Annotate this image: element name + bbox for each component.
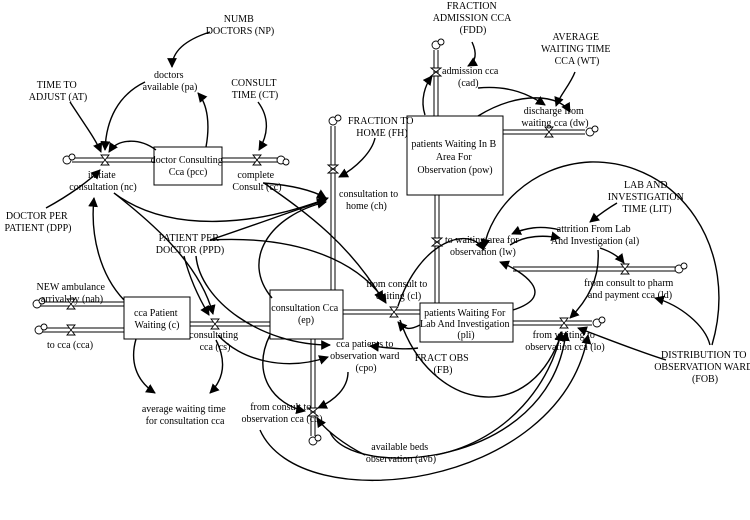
valve-nc[interactable]: [100, 154, 110, 166]
causal-links: [45, 31, 720, 481]
var-label-dpp: DOCTOR PER PATIENT (DPP): [5, 211, 72, 234]
cloud-icon: [308, 434, 322, 446]
valve-cad[interactable]: [429, 67, 443, 77]
flow-labels: initiate consultation (nc) complete Cons…: [37, 66, 676, 425]
flow-label-lo: from waiting to observation cca (lo): [525, 330, 604, 353]
cloud-icon: [592, 316, 606, 328]
var-label-np: NUMB DOCTORS (NP): [206, 14, 274, 37]
flow-pipes: [40, 50, 676, 436]
valve-ch[interactable]: [326, 164, 340, 174]
cloud-icon: [34, 323, 48, 335]
stock-box-pcc[interactable]: [153, 146, 223, 186]
valve-lw[interactable]: [430, 237, 444, 247]
flow-label-lw: to waiting area for observation (lw): [445, 235, 521, 258]
var-label-at: TIME TO ADJUST (AT): [29, 80, 87, 103]
valve-cca[interactable]: [66, 324, 76, 336]
valve-cc[interactable]: [252, 154, 262, 166]
cloud-icon: [585, 125, 599, 137]
var-label-wt: AVERAGE WAITING TIME CCA (WT): [541, 32, 613, 67]
clouds: [32, 38, 688, 446]
stock-label-pcc: doctor Consulting Cca (pcc): [151, 155, 225, 178]
var-label-avb: available beds observation (avb): [366, 442, 436, 465]
valve-co[interactable]: [306, 407, 320, 417]
stock-label-pow: patients Waiting In B Area For Observati…: [411, 139, 498, 176]
flow-label-co: from consult to observation cca (co): [241, 402, 322, 425]
flow-label-al: attrition From Lab And Investigation (al…: [551, 224, 639, 247]
flow-label-cad: admission cca (cad): [442, 66, 501, 89]
flow-label-cpo: cca patients to observation ward (cpo): [330, 339, 402, 374]
var-label-fdd: FRACTION ADMISSION CCA (FDD): [433, 1, 514, 36]
var-label-awt: average waiting time for consultation cc…: [142, 404, 228, 427]
flow-label-ld: from consult to pharm and payment cca (l…: [584, 278, 676, 301]
stock-box-pli[interactable]: [419, 302, 514, 343]
cloud-icon: [431, 38, 445, 50]
var-label-ppd: PATIENT PER DOCTOR (PPD): [156, 233, 224, 256]
cloud-icon: [276, 155, 290, 166]
flow-label-cs: consultating cca (cs): [189, 330, 240, 353]
valve-cs[interactable]: [210, 318, 220, 330]
valve-nab[interactable]: [66, 298, 76, 310]
stock-label-pli: patients Waiting For Lab And Investigati…: [420, 308, 512, 341]
var-label-lit: LAB AND INVESTIGATION TIME (LIT): [608, 180, 687, 215]
stock-box-ep[interactable]: [269, 289, 344, 340]
cloud-icon: [328, 114, 342, 126]
flow-label-nab: NEW ambulance arrival by (nab): [37, 282, 108, 305]
valve-cl[interactable]: [389, 306, 399, 318]
var-label-fb: FRACT OBS (FB): [415, 353, 472, 376]
stocks: [123, 115, 514, 343]
valve-ld[interactable]: [620, 263, 630, 275]
var-label-fob: DISTRIBUTION TO OBSERVATION WARD (FOB): [654, 350, 750, 385]
valve-lo[interactable]: [559, 317, 569, 329]
valves: [66, 67, 630, 417]
flow-label-cc: complete Consult (cc): [232, 170, 281, 193]
var-label-fh: FRACTION TO HOME (FH): [348, 116, 416, 139]
cloud-icon: [674, 262, 688, 274]
valve-dw[interactable]: [544, 126, 554, 138]
stock-label-c: cca Patient Waiting (c): [134, 308, 180, 331]
stock-label-ep: consultation Cca (ep): [271, 303, 340, 326]
flow-label-cl: from consult to waiting (cl): [366, 279, 430, 302]
var-label-pa: doctors available (pa): [143, 70, 198, 93]
var-label-ct: CONSULT TIME (CT): [231, 78, 279, 101]
flow-label-nc: initiate consultation (nc): [69, 170, 136, 193]
cloud-icon: [62, 153, 76, 165]
variable-labels: NUMB DOCTORS (NP) doctors available (pa)…: [5, 1, 750, 465]
cloud-icon: [32, 297, 46, 309]
flow-label-dw: discharge from waiting cca (dw): [521, 106, 588, 129]
stock-box-c[interactable]: [123, 296, 191, 340]
stock-box-pow[interactable]: [406, 115, 504, 196]
flow-label-ch: consultation to home (ch): [339, 189, 401, 212]
flow-label-cca: to cca (cca): [47, 340, 93, 351]
stock-labels: doctor Consulting Cca (pcc) cca Patient …: [134, 139, 512, 341]
